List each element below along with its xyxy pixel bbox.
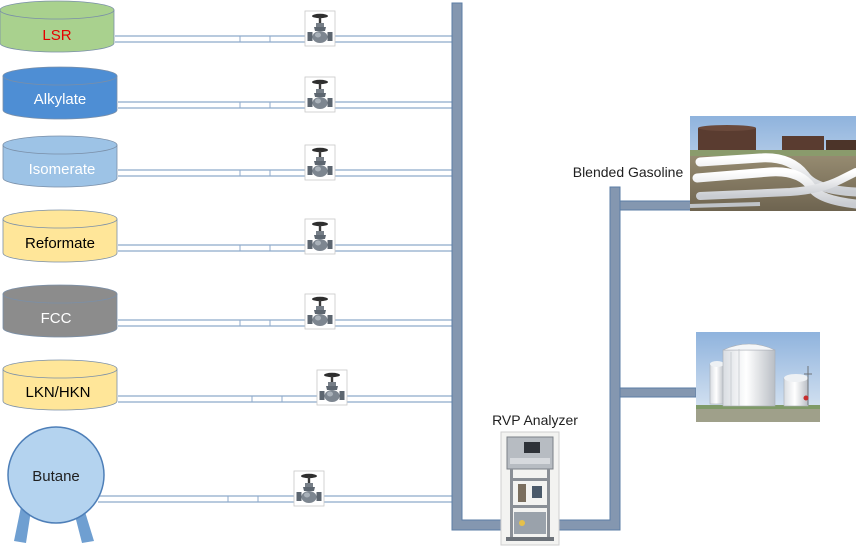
feed-line-reformate <box>118 244 452 252</box>
analyzer-label: RVP Analyzer <box>492 412 578 428</box>
feed-line-fcc <box>118 319 452 327</box>
tank-reformate: Reformate <box>2 209 118 263</box>
tank-isomerate: Isomerate <box>2 135 118 188</box>
tank-label: Reformate <box>25 235 95 252</box>
pipeline-photo <box>689 116 856 211</box>
tank-label: Alkylate <box>34 91 87 108</box>
storage-tank-photo <box>696 332 820 422</box>
analyzer-outlet-header <box>556 186 621 531</box>
gate-valve-icon[interactable] <box>316 369 348 406</box>
tank-lkn-hkn: LKN/HKN <box>2 359 118 411</box>
feed-line-lkn-hkn <box>118 395 452 403</box>
branch-to-storage <box>619 387 697 398</box>
gate-valve-icon[interactable] <box>304 218 336 255</box>
gate-valve-icon[interactable] <box>304 76 336 113</box>
feed-line-butane <box>98 495 452 503</box>
output-label: Blended Gasoline <box>573 164 684 180</box>
tank-fcc: FCC <box>2 284 118 338</box>
rvp-analyzer-cabinet-icon[interactable] <box>500 431 560 546</box>
sphere-label: Butane <box>32 468 80 485</box>
tank-label: FCC <box>41 310 72 327</box>
feed-line-alkylate <box>118 101 452 109</box>
gate-valve-icon[interactable] <box>293 470 325 507</box>
tank-lsr: LSR <box>0 0 115 53</box>
gate-valve-icon[interactable] <box>304 293 336 330</box>
gate-valve-icon[interactable] <box>304 144 336 181</box>
gate-valve-icon[interactable] <box>304 10 336 47</box>
main-header <box>451 2 504 531</box>
tank-label: Isomerate <box>29 161 96 178</box>
butane-sphere: Butane <box>7 426 105 543</box>
branch-to-pipeline <box>619 200 693 211</box>
tank-label: LKN/HKN <box>25 384 90 401</box>
tank-label: LSR <box>42 27 71 44</box>
feed-line-isomerate <box>118 169 452 177</box>
tank-alkylate: Alkylate <box>2 66 118 120</box>
feed-line-lsr <box>115 35 452 43</box>
